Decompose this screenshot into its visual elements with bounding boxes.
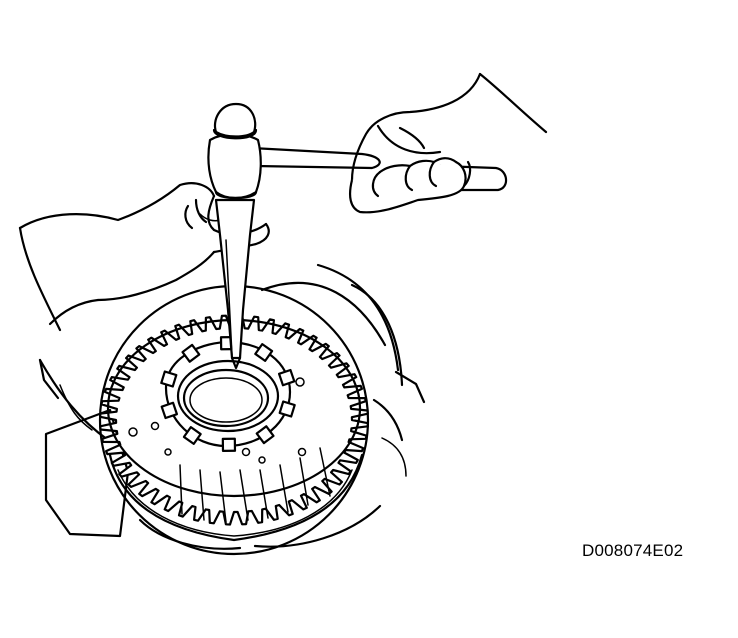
lock-nut-tab — [278, 400, 296, 418]
lock-nut-tab — [160, 401, 179, 420]
lock-nut-tab — [277, 368, 296, 387]
lock-nut-tab — [255, 425, 275, 445]
pin-punch — [214, 198, 256, 370]
right-hand — [349, 72, 548, 214]
figure-code: D008074E02 — [582, 541, 684, 560]
transmission-housing — [38, 263, 426, 550]
hammer — [207, 102, 508, 200]
lock-nut — [160, 336, 296, 452]
lock-nut-tab — [221, 437, 237, 452]
lock-nut-tab — [254, 343, 274, 362]
lock-nut-tab — [181, 343, 201, 363]
lock-nut-tab — [182, 426, 202, 445]
lock-nut-tab — [160, 370, 178, 388]
